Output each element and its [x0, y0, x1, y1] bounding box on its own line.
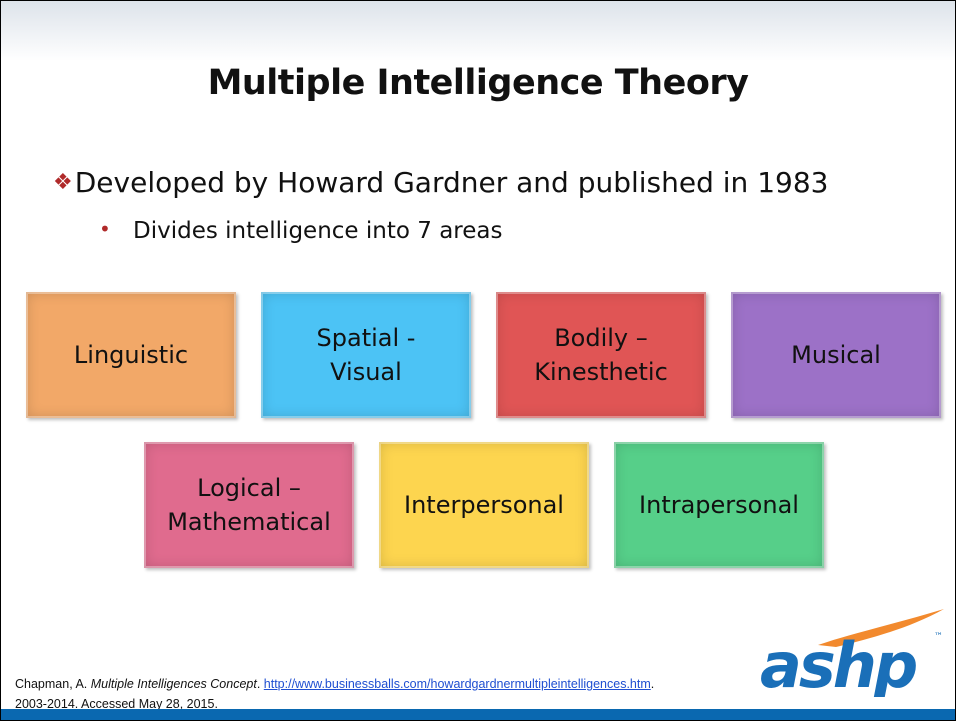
citation-work: Multiple Intelligences Concept: [90, 677, 257, 691]
bullet-level-2-text: Divides intelligence into 7 areas: [133, 218, 503, 244]
diamond-bullet-icon: ❖: [53, 170, 73, 195]
citation-line-1: Chapman, A. Multiple Intelligences Conce…: [15, 674, 654, 694]
intelligence-box-logical-mathematical: Logical – Mathematical: [144, 442, 354, 568]
logo-swoosh: [818, 609, 944, 647]
logo-text: ashp: [760, 629, 916, 697]
citation-author: Chapman, A.: [15, 677, 91, 691]
intelligence-box-bodily-kinesthetic: Bodily – Kinesthetic: [496, 292, 706, 418]
intelligence-box-musical: Musical: [731, 292, 941, 418]
bullet-level-1: ❖Developed by Howard Gardner and publish…: [53, 166, 828, 199]
dot-bullet-icon: •: [99, 217, 111, 241]
bottom-bar: [1, 709, 955, 720]
citation-sep: .: [256, 677, 264, 691]
citation: Chapman, A. Multiple Intelligences Conce…: [15, 674, 654, 714]
ashp-logo: ashp ™: [760, 609, 944, 697]
bullet-level-2: • Divides intelligence into 7 areas: [99, 217, 502, 244]
intelligence-box-spatial-visual: Spatial - Visual: [261, 292, 471, 418]
bullet-level-1-text: Developed by Howard Gardner and publishe…: [74, 166, 829, 199]
citation-period: .: [650, 677, 655, 691]
intelligence-box-intrapersonal: Intrapersonal: [614, 442, 824, 568]
citation-line-2: 2003-2014. Accessed May 28, 2015.: [15, 697, 218, 711]
slide-title: Multiple Intelligence Theory: [207, 63, 749, 103]
intelligence-box-linguistic: Linguistic: [26, 292, 236, 418]
intelligence-box-interpersonal: Interpersonal: [379, 442, 589, 568]
citation-link[interactable]: http://www.businessballs.com/howardgardn…: [263, 677, 651, 691]
logo-trademark: ™: [934, 632, 943, 642]
